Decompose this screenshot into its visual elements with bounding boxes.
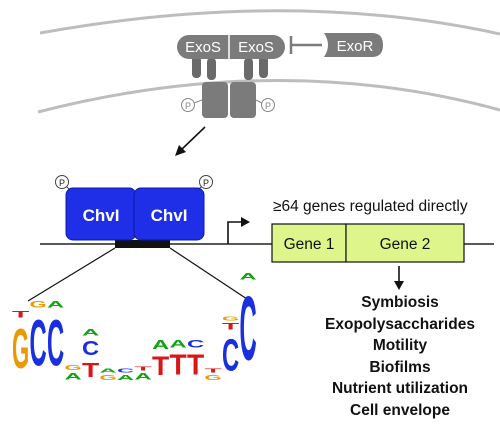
logo-letter: A [117, 374, 135, 382]
logo-letter: G [65, 364, 82, 372]
outcome-item: Biofilms [369, 358, 431, 376]
logo-letter: T [170, 349, 188, 382]
logo-letter: C [117, 368, 134, 374]
gene-2-label: Gene 2 [380, 236, 431, 253]
logo-letter: C [222, 329, 239, 380]
chvi-label-left: ChvI [83, 206, 120, 225]
logo-letter: G [100, 374, 117, 382]
logo-letter: T [152, 351, 169, 382]
chvi-label-right: ChvI [151, 206, 188, 225]
chvi-phospho-right: P [203, 178, 209, 188]
logo-letter: A [65, 372, 82, 382]
outcome-list: Symbiosis Exopolysaccharides Motility Bi… [300, 292, 500, 421]
zoom-line-left [27, 247, 116, 302]
logo-letter: A [170, 337, 187, 349]
outer-membrane-line [39, 9, 500, 36]
chvi-phospho-left: P [59, 178, 65, 188]
logo-letter: T [222, 322, 239, 332]
outcome-item: Cell envelope [350, 401, 450, 419]
regulation-note: ≥64 genes regulated directly [273, 198, 468, 215]
logo-letter: A [100, 368, 117, 374]
logo-letter: C [30, 307, 47, 380]
exor-protein [324, 33, 383, 57]
exos-phospho-right: P [255, 98, 275, 112]
outcome-item: Nutrient utilization [331, 380, 469, 397]
outcome-item: Exopolysaccharides [325, 315, 475, 333]
promoter-arrow [227, 221, 243, 244]
gene-1-label: Gene 1 [284, 236, 335, 253]
logo-letter: C [240, 279, 257, 380]
outcome-item: Symbiosis [361, 294, 439, 311]
logo-letter: A [135, 372, 152, 382]
logo-letter: T [205, 368, 223, 374]
outcome-arrowhead [394, 281, 404, 290]
gene-2-box [345, 223, 465, 263]
logo-letter: A [152, 338, 169, 352]
exos-phospho-left: P [181, 98, 203, 112]
chvi-right [133, 187, 205, 241]
logo-letter: G [205, 374, 222, 382]
exos-periplasmic-domain [177, 35, 285, 59]
chvi-dimer: P P ChvI ChvI [55, 175, 213, 241]
logo-letter: T [135, 366, 153, 372]
phosphotransfer-arrowhead [175, 145, 186, 156]
promoter-arrowhead [241, 217, 250, 227]
exos-label-right: ExoS [238, 39, 274, 56]
svg-text:P: P [185, 101, 191, 111]
logo-letter: T [12, 310, 29, 320]
logo-letter: G [222, 316, 239, 322]
logo-letter: T [187, 349, 205, 382]
logo-letter: A [240, 272, 257, 282]
exos-label-left: ExoS [185, 39, 221, 56]
exor-label: ExoR [337, 38, 374, 55]
logo-letter: G [12, 318, 29, 381]
logo-letter: C [187, 337, 204, 349]
zoom-line-right [169, 247, 251, 302]
exos-dimer: ExoS ExoS [177, 35, 285, 118]
logo-letter: A [47, 300, 64, 310]
svg-text:P: P [265, 101, 271, 111]
inner-membrane-line [37, 79, 500, 114]
logo-letter: A [82, 328, 99, 338]
logo-letter: T [82, 360, 99, 382]
logo-letter: G [30, 300, 47, 310]
logo-letter: C [47, 307, 64, 380]
outcome-item: Motility [372, 337, 428, 354]
binding-site [115, 240, 170, 248]
phosphotransfer-arrow [180, 126, 206, 151]
logo-letter: C [82, 337, 99, 360]
